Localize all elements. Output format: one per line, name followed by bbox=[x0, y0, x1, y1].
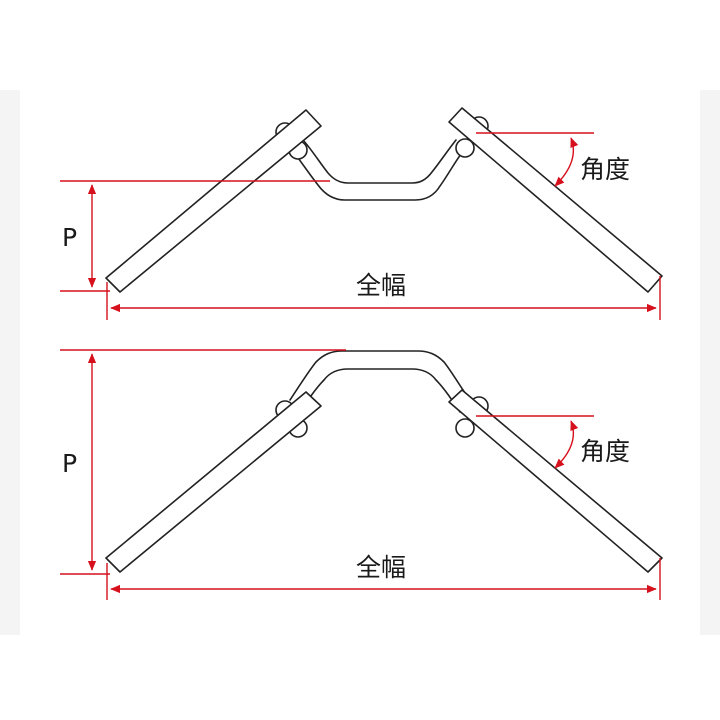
right-grip bbox=[448, 389, 663, 573]
handlebar-center-tube bbox=[291, 139, 465, 201]
rise-dimension: P bbox=[60, 349, 346, 575]
angle-label: 角度 bbox=[580, 155, 630, 184]
angle-dimension: 角度 bbox=[476, 132, 630, 187]
width-label: 全幅 bbox=[356, 271, 406, 300]
rise-dimension: P bbox=[60, 180, 330, 292]
width-label: 全幅 bbox=[356, 553, 406, 582]
handlebar-center-tube bbox=[289, 350, 471, 413]
rise-label: P bbox=[62, 449, 77, 478]
diagram-low-rise: P 全幅 角度 bbox=[60, 107, 663, 320]
diagram-high-rise: P 全幅 角度 bbox=[60, 349, 663, 600]
left-grip bbox=[105, 109, 322, 293]
rise-label: P bbox=[62, 223, 77, 252]
angle-label: 角度 bbox=[580, 437, 630, 466]
width-dimension: 全幅 bbox=[106, 271, 661, 320]
left-grip bbox=[105, 391, 322, 573]
right-grip bbox=[448, 107, 663, 293]
angle-dimension: 角度 bbox=[476, 415, 630, 469]
width-dimension: 全幅 bbox=[106, 553, 661, 600]
